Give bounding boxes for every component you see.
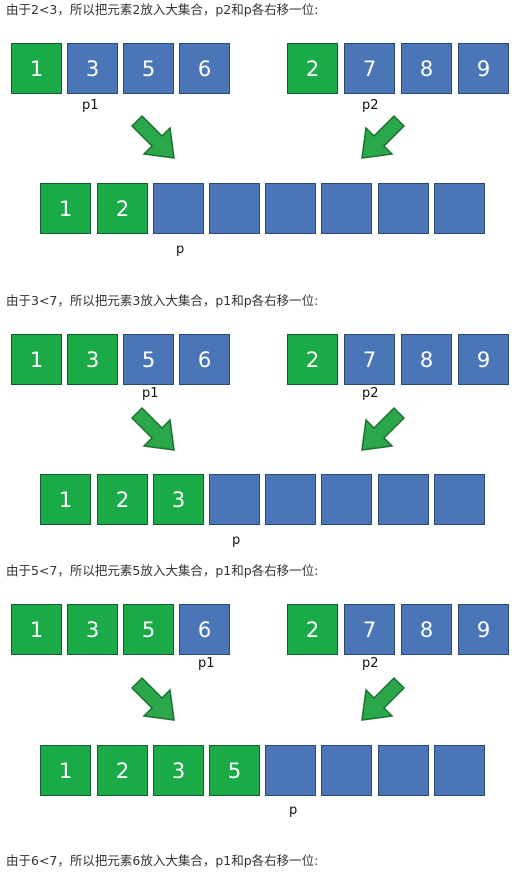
merged-cell [321, 474, 372, 525]
array-cell: 7 [344, 334, 395, 385]
pointer-label-p: p [176, 242, 185, 257]
down-left-arrow-icon [361, 676, 406, 721]
array-cell: 6 [179, 604, 230, 655]
array-cell: 8 [401, 334, 452, 385]
merged-cell [434, 745, 485, 796]
merged-cell: 3 [153, 474, 204, 525]
merged-cell: 1 [40, 474, 91, 525]
array-cell: 6 [179, 43, 230, 94]
array-cell: 1 [11, 43, 62, 94]
merged-cell [378, 183, 429, 234]
merged-cell [321, 183, 372, 234]
pointer-label-p2: p2 [362, 386, 379, 401]
array-cell: 2 [287, 334, 338, 385]
pointer-label-p: p [289, 803, 298, 818]
merged-cell: 3 [153, 745, 204, 796]
merged-cell [321, 745, 372, 796]
array-cell: 7 [344, 604, 395, 655]
merged-cell [378, 474, 429, 525]
merged-cell [209, 183, 260, 234]
array-cell: 9 [458, 43, 509, 94]
merged-cell: 2 [97, 474, 148, 525]
step-2-caption: 由于3<7，所以把元素3放入大集合，p1和p各右移一位: [6, 293, 319, 308]
pointer-label-p2: p2 [362, 98, 379, 113]
merged-cell [434, 474, 485, 525]
array-cell: 8 [401, 604, 452, 655]
array-cell: 1 [11, 334, 62, 385]
merged-cell [153, 183, 204, 234]
merged-cell: 2 [97, 745, 148, 796]
merged-cell [434, 183, 485, 234]
pointer-label-p1: p1 [82, 98, 99, 113]
step-3-caption: 由于5<7，所以把元素5放入大集合，p1和p各右移一位: [6, 563, 319, 578]
array-cell: 3 [67, 334, 118, 385]
merged-cell: 1 [40, 183, 91, 234]
array-cell: 3 [67, 43, 118, 94]
down-left-arrow-icon [361, 406, 406, 451]
merged-cell [265, 745, 316, 796]
array-cell: 7 [344, 43, 395, 94]
merged-cell [265, 183, 316, 234]
array-cell: 5 [123, 604, 174, 655]
merged-cell [265, 474, 316, 525]
array-cell: 1 [11, 604, 62, 655]
step-1-caption: 由于2<3，所以把元素2放入大集合，p2和p各右移一位: [6, 2, 319, 17]
array-cell: 2 [287, 604, 338, 655]
merged-cell [209, 474, 260, 525]
array-cell: 5 [123, 334, 174, 385]
array-cell: 5 [123, 43, 174, 94]
array-cell: 9 [458, 604, 509, 655]
merged-cell: 2 [97, 183, 148, 234]
merged-cell: 1 [40, 745, 91, 796]
down-right-arrow-icon [130, 114, 175, 159]
step-4-caption: 由于6<7，所以把元素6放入大集合，p1和p各右移一位: [6, 853, 319, 868]
array-cell: 2 [287, 43, 338, 94]
down-right-arrow-icon [130, 406, 175, 451]
array-cell: 3 [67, 604, 118, 655]
down-right-arrow-icon [130, 676, 175, 721]
pointer-label-p2: p2 [362, 656, 379, 671]
pointer-label-p1: p1 [142, 386, 159, 401]
array-cell: 9 [458, 334, 509, 385]
merged-cell: 5 [209, 745, 260, 796]
array-cell: 8 [401, 43, 452, 94]
pointer-label-p1: p1 [198, 656, 215, 671]
pointer-label-p: p [232, 533, 241, 548]
down-left-arrow-icon [361, 114, 406, 159]
merged-cell [378, 745, 429, 796]
array-cell: 6 [179, 334, 230, 385]
